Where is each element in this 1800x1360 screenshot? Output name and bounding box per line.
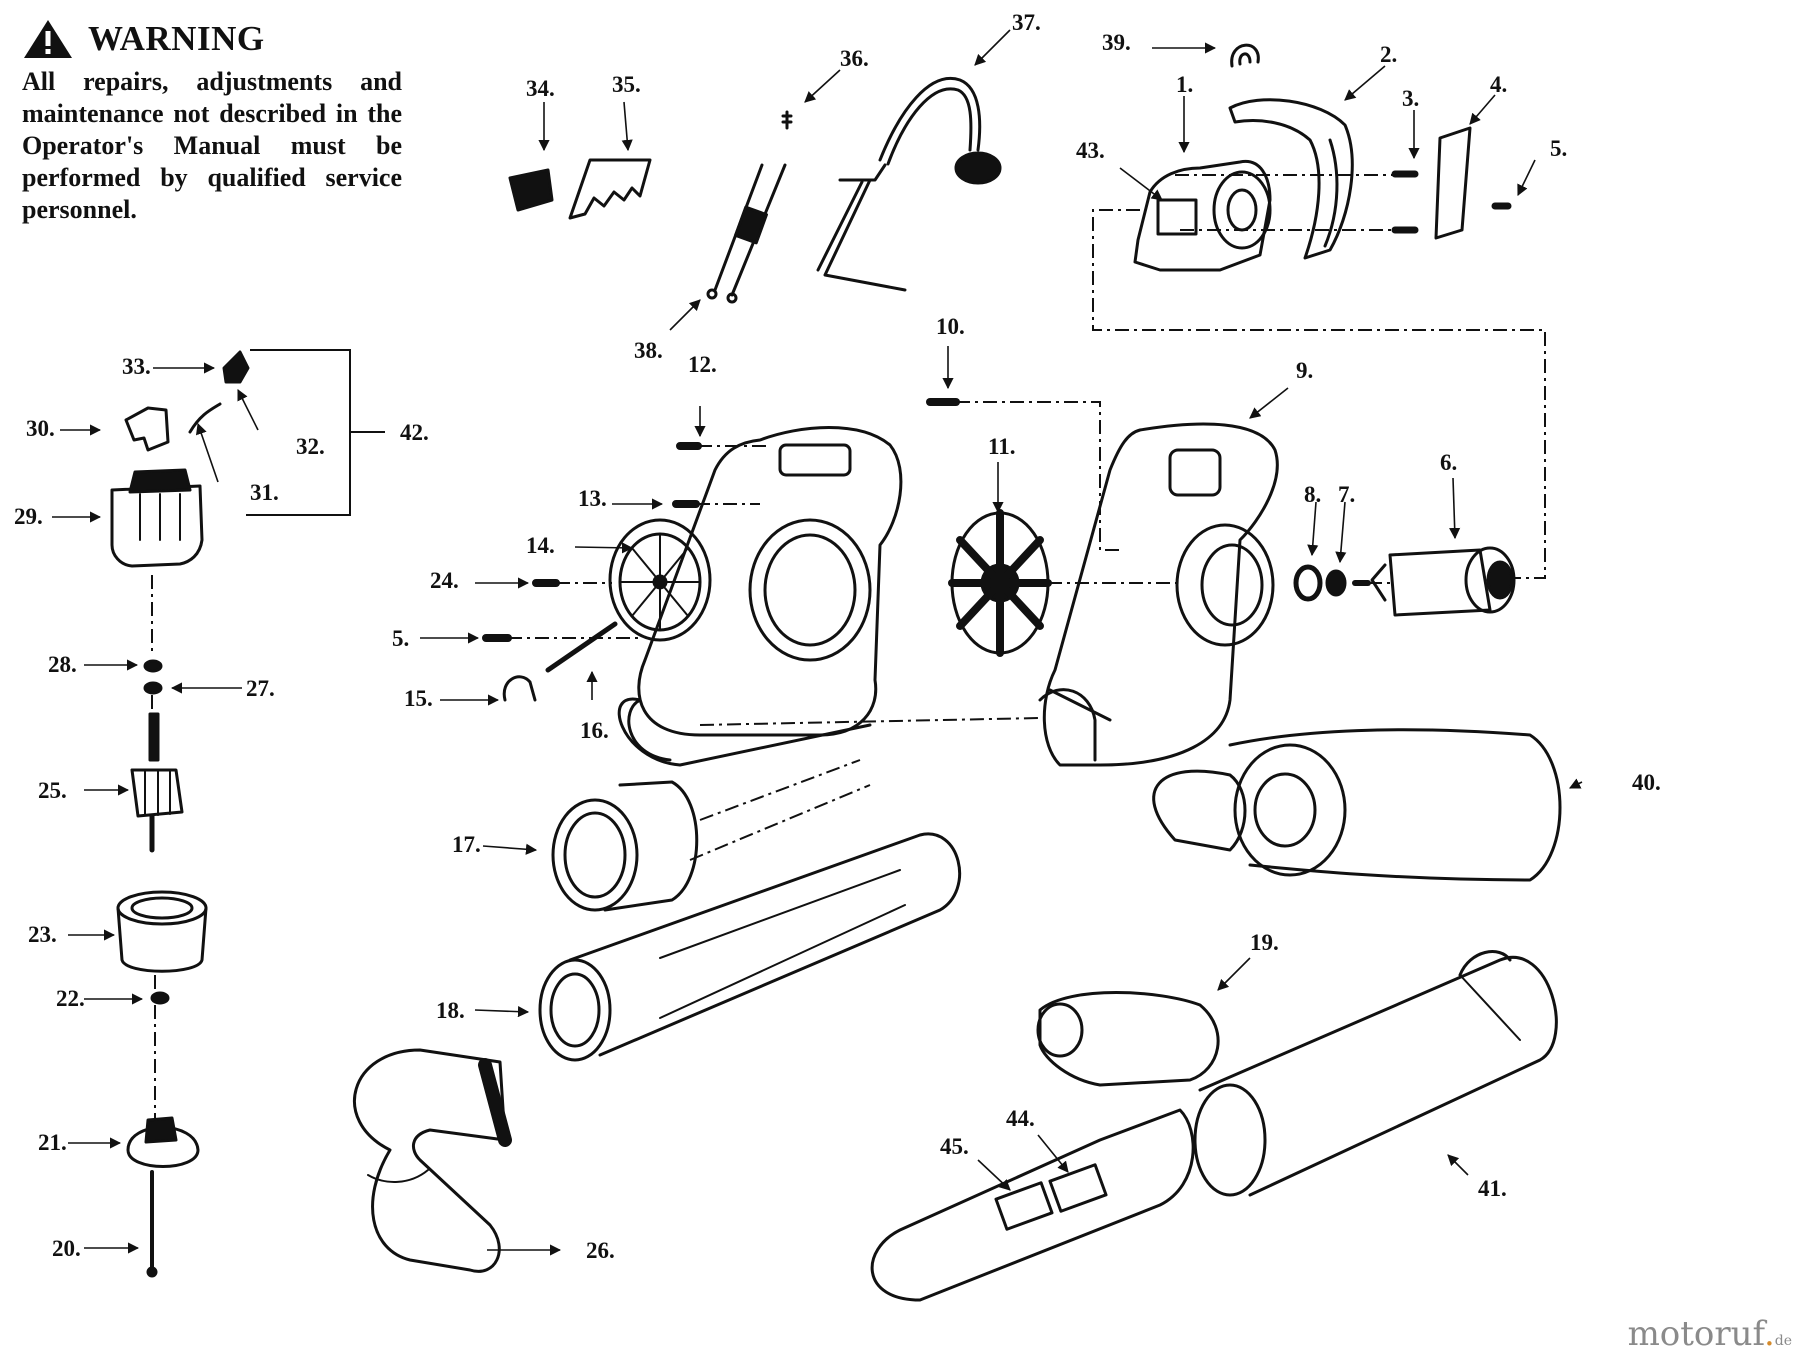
label-part-21: 21.	[38, 1130, 67, 1155]
part-39-clip	[1230, 43, 1260, 68]
label-part-13: 13.	[578, 486, 607, 511]
label-part-26: 26.	[586, 1238, 615, 1263]
part-9-housing-right	[1038, 422, 1279, 767]
part-33-brush	[222, 350, 250, 384]
label-part-27: 27.	[246, 676, 275, 701]
warning-title: WARNING	[88, 19, 265, 58]
part-19-nozzle	[1038, 991, 1220, 1087]
label-part-30: 30.	[26, 416, 55, 441]
part-11-impeller	[948, 509, 1052, 657]
part-37-power-cord	[816, 77, 1002, 292]
watermark-logo: motoruf.de	[1627, 1314, 1792, 1354]
label-part-39: 39.	[1102, 30, 1131, 55]
warning-triangle-icon	[24, 20, 72, 58]
label-part-24: 24.	[430, 568, 459, 593]
part-34-switch-button	[508, 168, 554, 212]
label-part-31: 31.	[250, 480, 279, 505]
label-part-8: 8.	[1304, 482, 1321, 507]
part-40-collection-bag	[1152, 728, 1562, 882]
label-part-38: 38.	[634, 338, 663, 363]
part-22-washer	[150, 991, 170, 1005]
part-17-tube-coupler	[551, 780, 699, 912]
label-part-11: 11.	[988, 434, 1015, 459]
part-30-brush-holder	[124, 406, 170, 452]
warning-header: WARNING	[22, 18, 402, 60]
part-21-fan-hub	[126, 1116, 200, 1168]
part-35-label	[568, 158, 652, 220]
part-27-washer	[143, 681, 163, 695]
part-16-pin	[545, 621, 618, 673]
label-part-44: 44.	[1006, 1106, 1035, 1131]
label-part-40: 40.	[1632, 770, 1661, 795]
label-part-1: 1.	[1176, 72, 1193, 97]
label-part-7: 7.	[1338, 482, 1355, 507]
label-part-15: 15.	[404, 686, 433, 711]
part-36-screw	[781, 110, 793, 130]
part-18-blower-tube	[538, 832, 962, 1062]
label-part-42: 42.	[400, 420, 429, 445]
label-part-17: 17.	[452, 832, 481, 857]
part-31-spring	[188, 402, 222, 434]
part-6-motor	[1370, 546, 1516, 617]
part-29-field-assembly	[110, 468, 204, 568]
part-lower-vacuum-tube	[870, 1108, 1195, 1302]
label-part-36: 36.	[840, 46, 869, 71]
part-43-motor-housing-cap	[1133, 159, 1272, 272]
part-15-latch	[502, 675, 537, 702]
label-part-34: 34.	[526, 76, 555, 101]
label-part-37: 37.	[1012, 10, 1041, 35]
label-part-23: 23.	[28, 922, 57, 947]
label-part-18: 18.	[436, 998, 465, 1023]
label-part-41: 41.	[1478, 1176, 1507, 1201]
label-part-6: 6.	[1440, 450, 1457, 475]
part-41-vacuum-tube	[1193, 950, 1558, 1197]
label-part-25: 25.	[38, 778, 67, 803]
part-4-bracket	[1434, 126, 1472, 240]
part-23-bearing-sleeve	[116, 890, 208, 973]
label-part-33: 33.	[122, 354, 151, 379]
label-part-28: 28.	[48, 652, 77, 677]
warning-box: WARNING All repairs, adjustments and mai…	[22, 18, 402, 226]
label-part-5-upper: 5.	[1550, 136, 1567, 161]
label-part-45: 45.	[940, 1134, 969, 1159]
part-26-elbow	[352, 1048, 512, 1273]
label-part-12: 12.	[688, 352, 717, 377]
part-38-switch	[706, 163, 787, 304]
label-part-3: 3.	[1402, 86, 1419, 111]
label-part-4: 4.	[1490, 72, 1507, 97]
part-labels: 39. 2. 4. 3. 1. 43. 5. 37. 36. 34. 35. 3…	[14, 10, 1661, 1263]
blower-housing-left	[617, 426, 903, 767]
warning-text: All repairs, adjustments and maintenance…	[22, 67, 402, 224]
label-part-20: 20.	[52, 1236, 81, 1261]
part-25-armature	[130, 712, 184, 853]
label-part-14: 14.	[526, 533, 555, 558]
label-part-16: 16.	[580, 718, 609, 743]
part-2-handle	[1228, 98, 1354, 260]
label-part-19: 19.	[1250, 930, 1279, 955]
label-part-32: 32.	[296, 434, 325, 459]
part-7-washer	[1325, 569, 1347, 597]
label-part-10: 10.	[936, 314, 965, 339]
label-part-43: 43.	[1076, 138, 1105, 163]
label-part-29: 29.	[14, 504, 43, 529]
part-14-fan-cover	[608, 518, 712, 642]
label-part-35: 35.	[612, 72, 641, 97]
label-part-2: 2.	[1380, 42, 1397, 67]
part-28-washer	[143, 659, 163, 673]
label-part-9: 9.	[1296, 358, 1313, 383]
label-part-22: 22.	[56, 986, 85, 1011]
label-part-5-lower: 5.	[392, 626, 409, 651]
part-8-washer	[1293, 564, 1323, 602]
